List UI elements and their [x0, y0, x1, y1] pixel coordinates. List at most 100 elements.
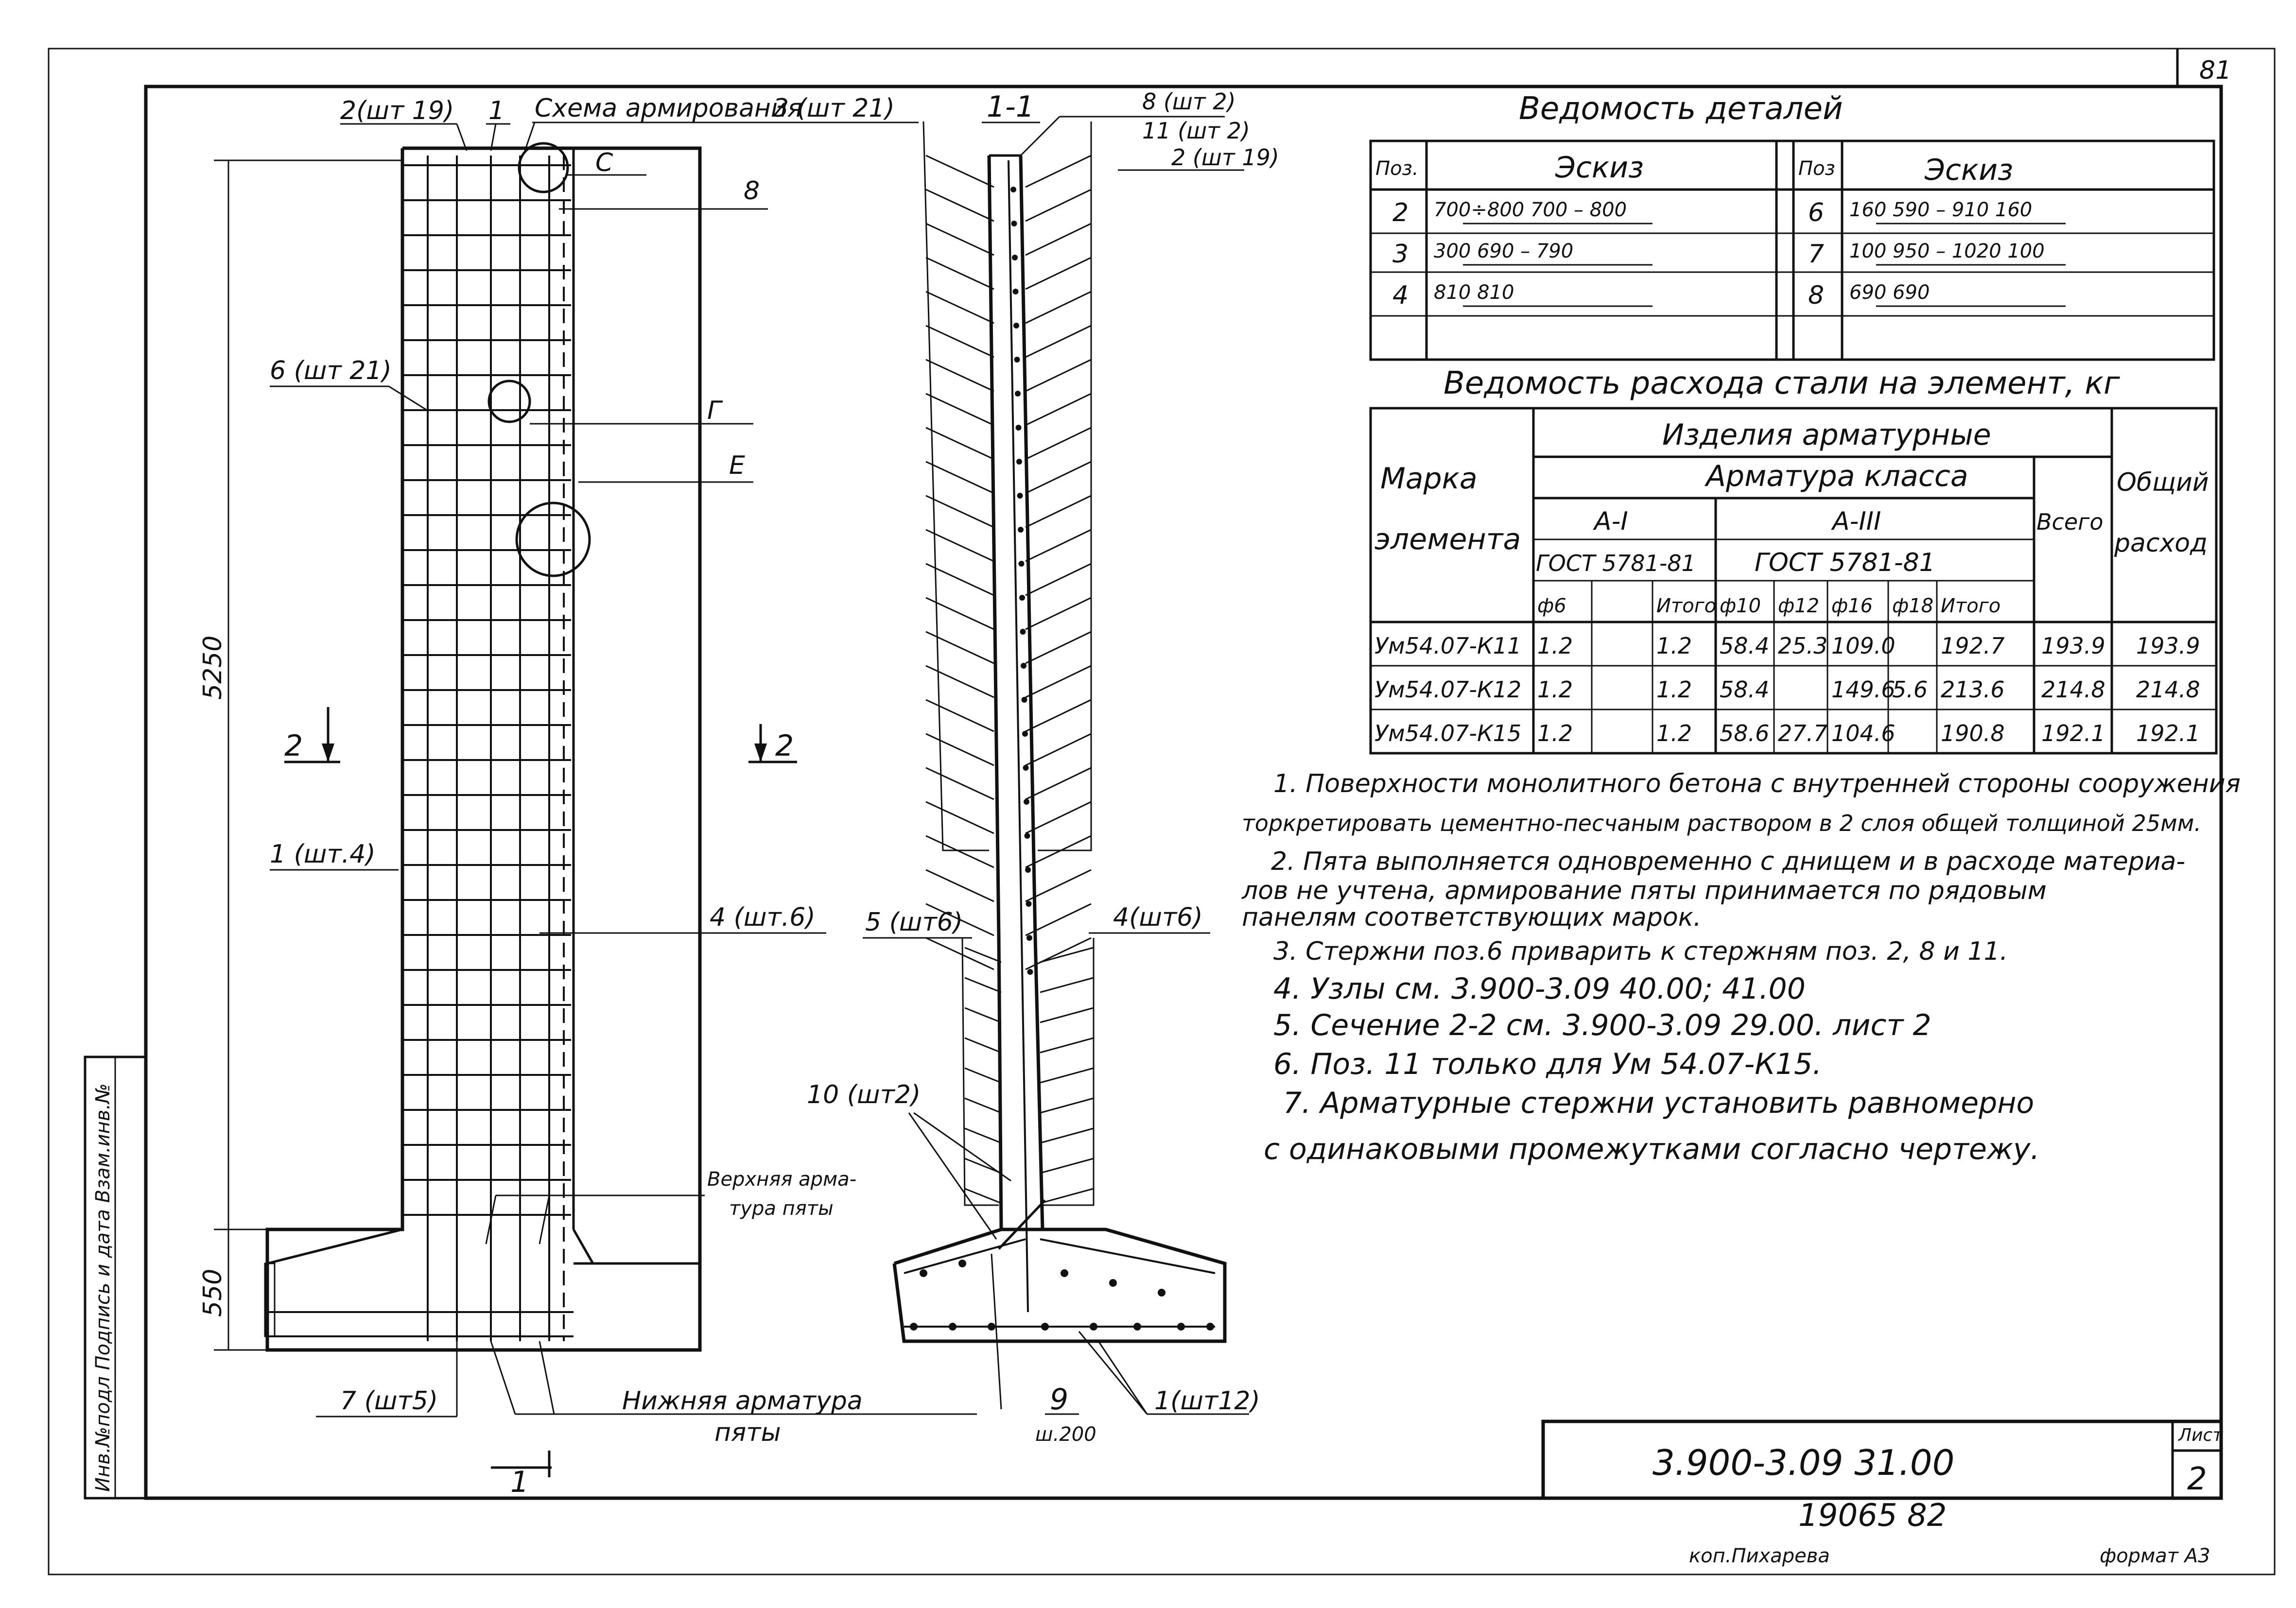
steel-subcol-header: ф18	[1892, 595, 1933, 617]
details-pos: 4	[1392, 281, 1409, 310]
steel-h-gost3: ГОСТ 5781-81	[1755, 548, 1935, 577]
copier-name: коп.Пихарева	[1689, 1545, 1830, 1567]
details-h-sketch: Эскиз	[1555, 151, 1644, 185]
detail-g-circle	[487, 380, 531, 423]
steel-row-total: 214.8	[2041, 676, 2105, 703]
note-line: 1. Поверхности монолитного бетона с внут…	[1273, 769, 2241, 798]
note-line: 4. Узлы см. 3.900-3.09 40.00; 41.00	[1273, 972, 1806, 1006]
steel-cell: 25.3	[1778, 633, 1827, 659]
note-line: панелям соответствующих марок.	[1242, 903, 1702, 932]
steel-h-gost1: ГОСТ 5781-81	[1536, 550, 1696, 576]
detail-c-circle	[518, 142, 569, 193]
label-4-6-sec: 4(шт6)	[1113, 903, 1203, 932]
steel-cell: 192.7	[1941, 633, 2005, 659]
label-e: Е	[729, 451, 745, 480]
left-view: 5250 550 2(шт 19) 1 Схема армирования 3 …	[198, 94, 977, 1499]
details-pos: 3	[1392, 240, 1409, 269]
details-sketch2: 100 950 – 1020 100	[1849, 240, 2045, 262]
label-5-6: 5 (шт6)	[865, 908, 963, 937]
label-6-21: 6 (шт 21)	[270, 356, 392, 385]
steel-subcol-header: ф6	[1537, 595, 1566, 617]
section-2-right: 2	[775, 729, 794, 763]
list-number: 2	[2187, 1461, 2207, 1497]
note-line: 6. Поз. 11 только для Ум 54.07-К15.	[1273, 1047, 1822, 1081]
list-label: Лист	[2177, 1425, 2223, 1445]
label-2-19: 2(шт 19)	[340, 96, 454, 125]
label-8: 8	[744, 176, 760, 206]
label-7-5: 7 (шт5)	[340, 1386, 438, 1416]
steel-row-total: 192.1	[2041, 720, 2105, 746]
details-h-pos: Поз.	[1375, 157, 1419, 180]
label-9-step: ш.200	[1035, 1423, 1096, 1446]
steel-row-total: 193.9	[2041, 633, 2105, 659]
steel-table: Ведомость расхода стали на элемент, кг ф…	[1369, 365, 2218, 755]
details-h-pos2: Поз	[1798, 157, 1835, 180]
format-label: формат А3	[2100, 1545, 2210, 1567]
detail-e-circle	[515, 501, 591, 577]
steel-subcol-header: ф16	[1831, 595, 1873, 617]
steel-cell: 109.0	[1831, 633, 1896, 659]
steel-h-products: Изделия арматурные	[1662, 418, 1991, 452]
steel-h-mark-1: Марка	[1380, 462, 1478, 496]
label-g: Г	[707, 396, 723, 425]
title-block: 3.900-3.09 31.00 Лист 2 19065 82 коп.Пих…	[1541, 1419, 2223, 1567]
steel-cell: 58.4	[1720, 633, 1769, 659]
label-1-top: 1	[488, 96, 504, 125]
steel-h-total: Всего	[2036, 509, 2103, 535]
label-10-2: 10 (шт2)	[807, 1080, 921, 1109]
steel-cell: 5.6	[1892, 676, 1928, 703]
steel-cell: 27.7	[1778, 720, 1827, 746]
details-pos2: 7	[1808, 240, 1824, 269]
steel-h-overall-1: Общий	[2117, 468, 2209, 497]
inner-frame	[144, 85, 2223, 1500]
steel-row-overall: 193.9	[2136, 633, 2200, 659]
note-line: лов не учтена, армирование пяты принимае…	[1241, 876, 2047, 905]
steel-row-mark: Ум54.07-К15	[1374, 720, 1521, 746]
steel-cell: 190.8	[1941, 720, 2005, 746]
steel-cell: 1.2	[1537, 676, 1573, 703]
steel-row-overall: 192.1	[2136, 720, 2200, 746]
steel-title: Ведомость расхода стали на элемент, кг	[1444, 365, 2120, 401]
outer-border	[48, 48, 2276, 1575]
dim-5250: 5250	[198, 636, 227, 700]
steel-h-a1: А-I	[1593, 507, 1628, 536]
label-3-21: 3 (шт 21)	[773, 94, 895, 123]
label-1-4: 1 (шт.4)	[270, 840, 376, 869]
steel-row-mark: Ум54.07-К11	[1374, 633, 1521, 659]
steel-cell: 1.2	[1656, 720, 1692, 746]
steel-h-class: Арматура класса	[1704, 459, 1968, 493]
section-title: 1-1	[987, 90, 1034, 124]
steel-h-mark-2: элемента	[1374, 522, 1521, 556]
steel-h-a3: А-III	[1831, 507, 1881, 536]
note-line: 5. Сечение 2-2 см. 3.900-3.09 29.00. лис…	[1273, 1008, 1931, 1042]
steel-cell: 1.2	[1537, 633, 1573, 659]
section-view: 1-1 8 (шт 2) 11 (шт 2) 2 (шт 19) 5 (шт6)…	[807, 88, 1279, 1446]
details-pos2: 8	[1808, 281, 1824, 310]
details-title: Ведомость деталей	[1519, 91, 1843, 127]
steel-h-overall-2: расход	[2114, 529, 2208, 558]
label-upper-reinf-2: тура пяты	[729, 1197, 834, 1220]
notes-block: 1. Поверхности монолитного бетона с внут…	[1241, 769, 2241, 1166]
details-h-sketch2: Эскиз	[1924, 153, 2013, 187]
details-pos2: 6	[1808, 198, 1824, 227]
details-sketch: 810 810	[1434, 281, 1514, 304]
label-1-12: 1(шт12)	[1154, 1386, 1260, 1416]
details-sketch2: 160 590 – 910 160	[1849, 199, 2032, 221]
label-c: С	[595, 148, 613, 177]
note-line: 7. Арматурные стержни установить равноме…	[1283, 1086, 2034, 1120]
scheme-title: Схема армирования	[535, 94, 802, 123]
label-4-6-left: 4 (шт.6)	[710, 903, 816, 932]
note-line: 3. Стержни поз.6 приварить к стержням по…	[1273, 937, 2008, 966]
note-line: торкретировать цементно-песчаным раствор…	[1242, 810, 2201, 836]
steel-subcol-header: Итого	[1941, 595, 2000, 617]
steel-cell: 1.2	[1537, 720, 1573, 746]
details-sketch2: 690 690	[1849, 281, 1930, 304]
steel-row-overall: 214.8	[2136, 676, 2200, 703]
steel-subcol-header: ф12	[1778, 595, 1819, 617]
details-sketch: 300 690 – 790	[1434, 240, 1573, 262]
note-line: с одинаковыми промежутками согласно черт…	[1264, 1132, 2040, 1166]
label-upper-reinf: Верхняя арма-	[707, 1168, 856, 1191]
dim-550: 550	[198, 1269, 227, 1317]
note-line: 2. Пята выполняется одновременно с днище…	[1271, 847, 2185, 876]
